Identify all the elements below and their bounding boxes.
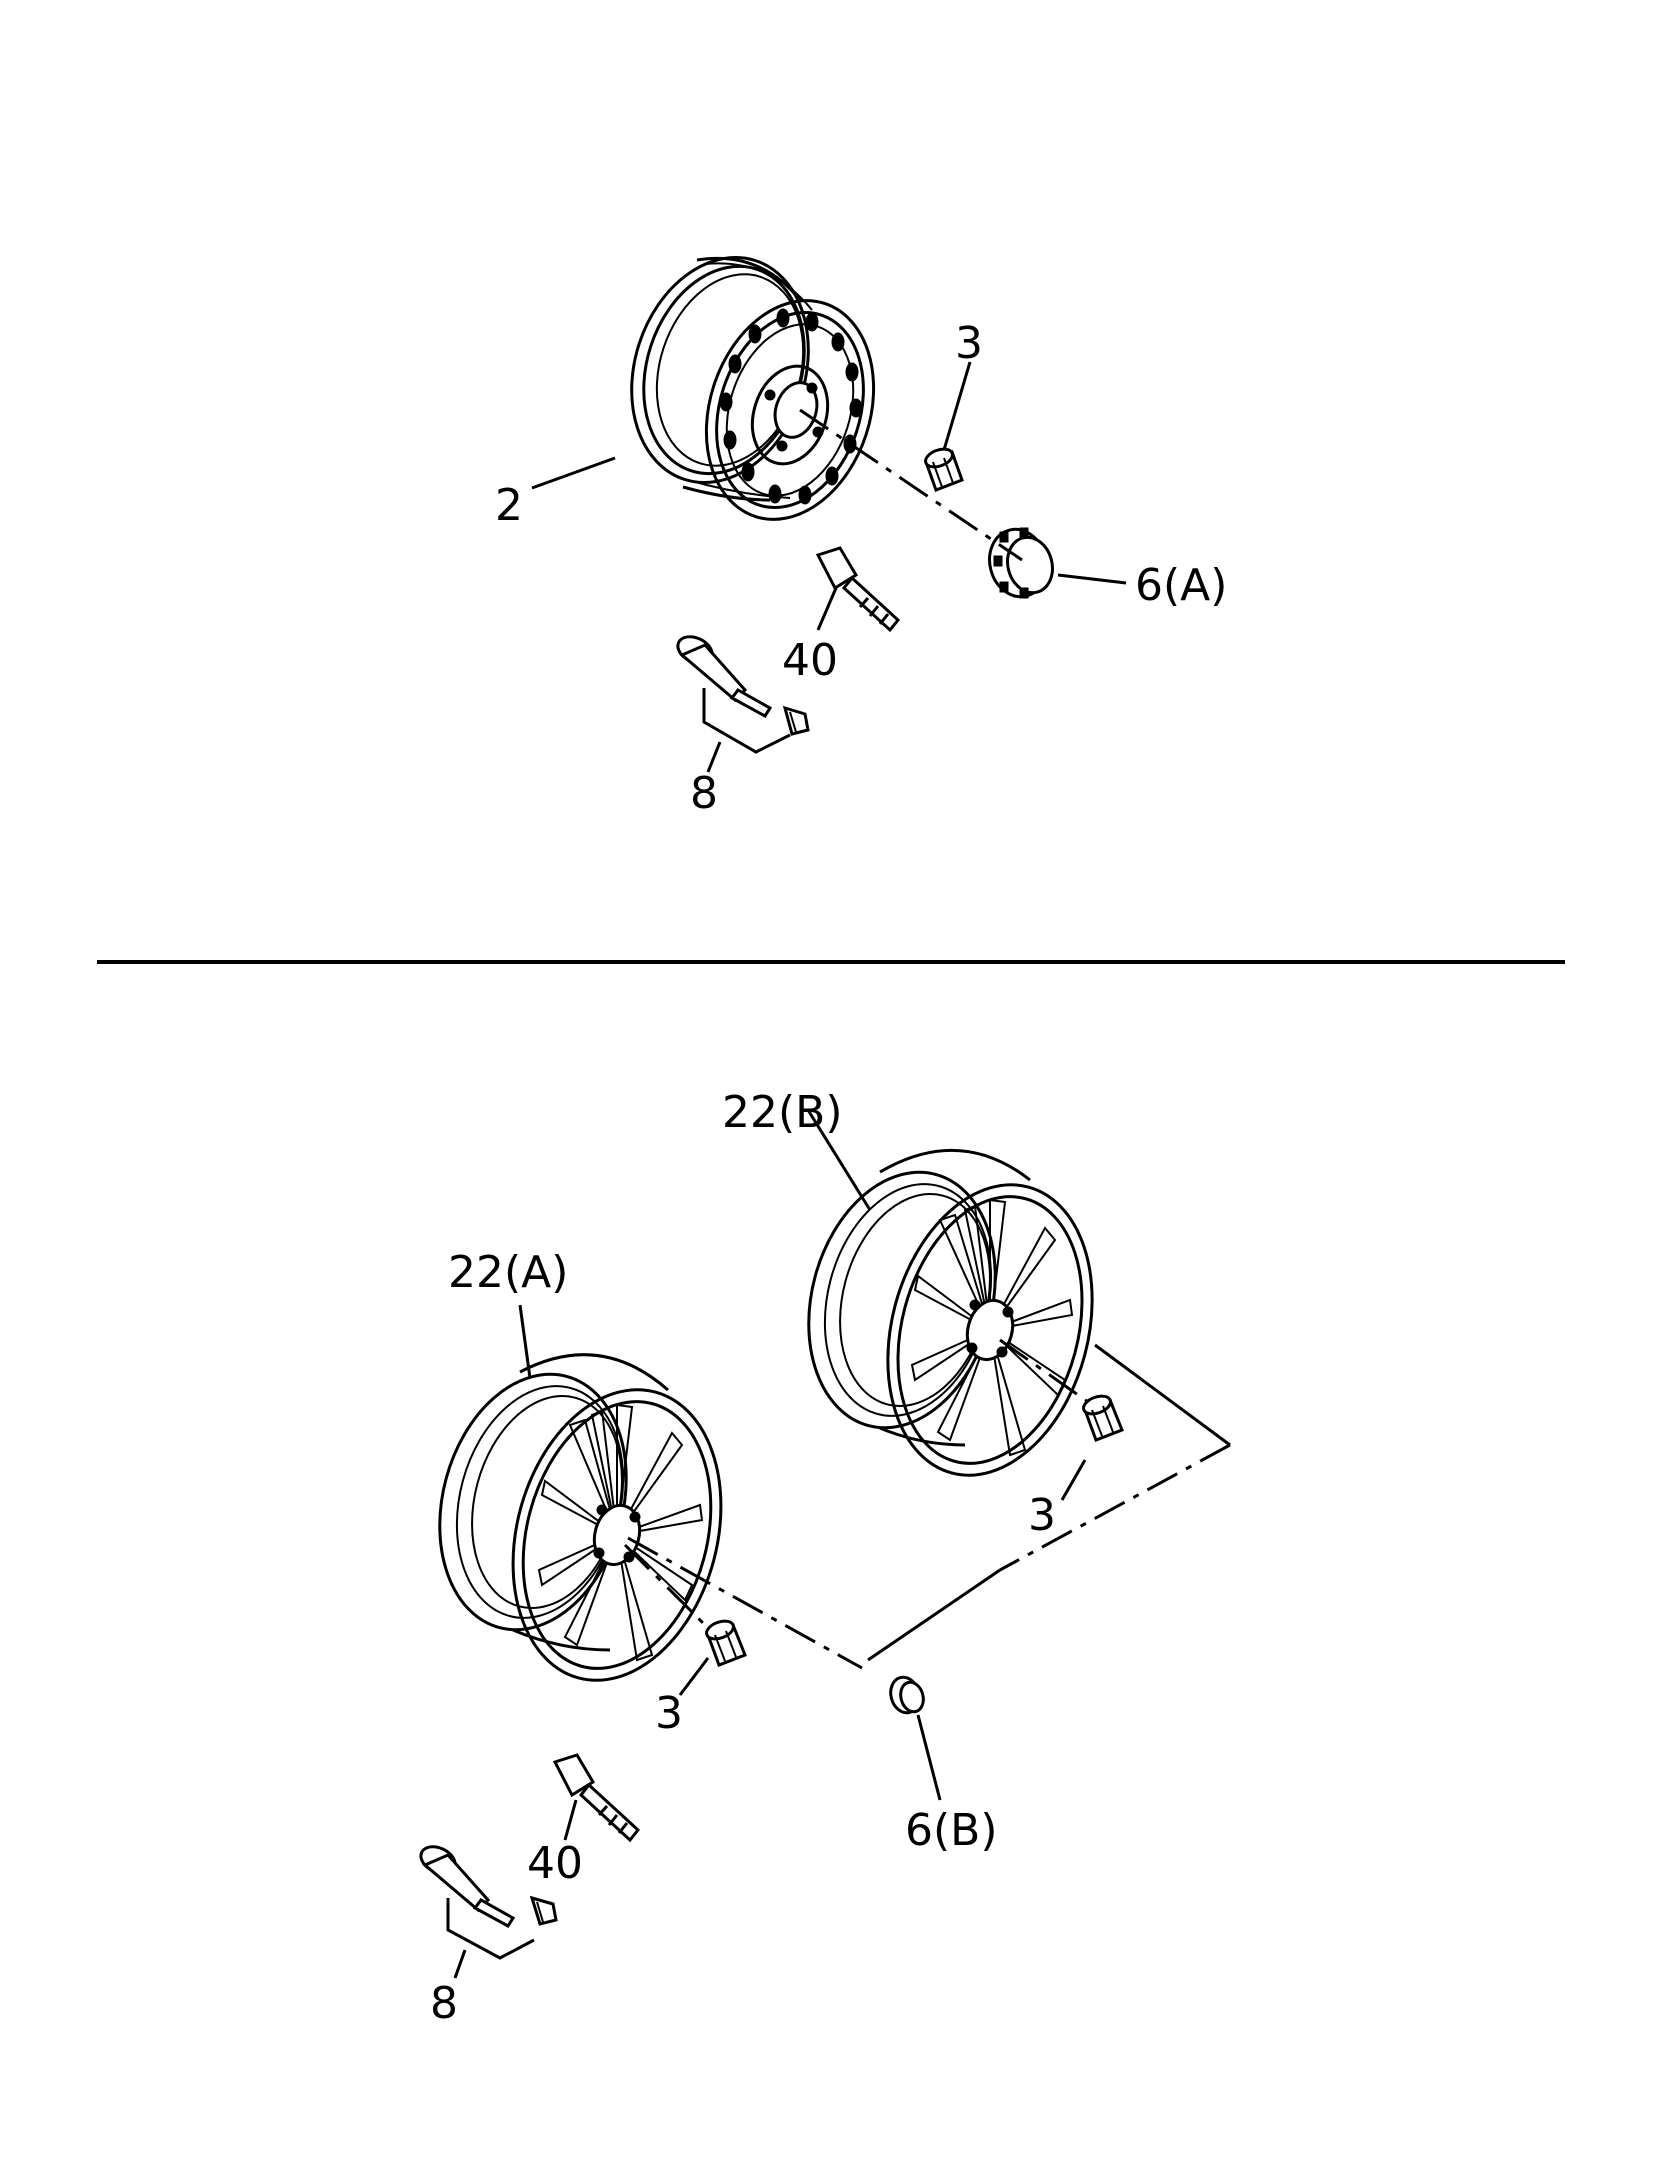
- label-tpms-sensor: 40: [782, 635, 838, 686]
- leader-6b: [916, 1714, 942, 1801]
- label-valve: 8: [690, 768, 718, 819]
- leader-8: [702, 688, 791, 754]
- leader-22b: [806, 1109, 872, 1211]
- bottom-assembly: 22(B) 22(A) 3 3 6(B) 40 8: [419, 1087, 1231, 2029]
- leader-3: [942, 361, 972, 451]
- top-assembly: 2 3 6(A) 40 8: [495, 256, 1227, 819]
- label-tpms-sensor-b: 40: [527, 1838, 583, 1889]
- label-wheel: 2: [495, 480, 523, 531]
- alloy-wheel-a-drawing: [438, 1353, 723, 1682]
- spokes-b: [910, 1198, 1074, 1457]
- valve-stem-b-icon: [419, 1845, 558, 1928]
- label-center-cap-b: 6(B): [905, 1805, 998, 1856]
- vent-holes: [719, 308, 863, 505]
- leader-40-b: [563, 1799, 578, 1841]
- leader-2: [531, 456, 616, 490]
- link-b-upper: [1094, 1343, 1231, 1447]
- leader-8-b-tail: [453, 1949, 467, 1979]
- leader-8-tail: [706, 741, 722, 773]
- tpms-sensor-b-icon: [552, 1753, 641, 1843]
- center-cap-b-icon: [889, 1675, 925, 1715]
- wheel-nut-left-icon: [705, 1619, 747, 1667]
- valve-stem-icon: [676, 635, 810, 736]
- leader-8-b: [446, 1898, 535, 1960]
- steel-wheel-drawing: [630, 256, 876, 521]
- label-wheel-b: 22(B): [722, 1087, 843, 1138]
- alloy-wheel-b-drawing: [807, 1148, 1094, 1477]
- label-nut-left: 3: [655, 1688, 683, 1739]
- leader-3-left: [678, 1657, 710, 1696]
- axis-line-a-nut: [623, 1543, 710, 1630]
- leader-40: [816, 587, 838, 631]
- axis-line: [799, 408, 1023, 562]
- tpms-sensor-icon: [815, 546, 901, 633]
- axis-line-a-cap: [627, 1536, 863, 1670]
- center-cap-icon: [988, 527, 1054, 599]
- spokes-a: [537, 1403, 704, 1662]
- label-wheel-a: 22(A): [448, 1247, 568, 1298]
- label-nut: 3: [955, 318, 983, 369]
- link-b-cap: [867, 1568, 1001, 1662]
- link-b-lower: [999, 1443, 1231, 1572]
- axis-line-b: [999, 1338, 1089, 1404]
- label-nut-right: 3: [1028, 1490, 1056, 1541]
- leader-3-right: [1060, 1459, 1087, 1501]
- wheel-nut-icon: [924, 447, 964, 492]
- wheel-nut-right-icon: [1082, 1394, 1124, 1442]
- label-valve-b: 8: [430, 1978, 458, 2029]
- leader-22a: [518, 1304, 532, 1379]
- leader-6a: [1057, 573, 1127, 585]
- label-center-cap: 6(A): [1135, 560, 1227, 611]
